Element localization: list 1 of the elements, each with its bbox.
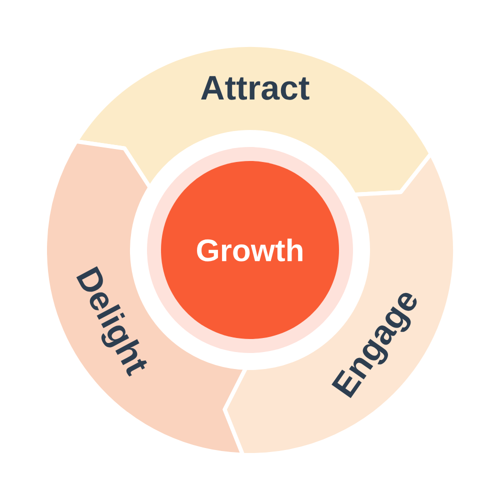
arrow-segment: Attract [74,43,433,197]
